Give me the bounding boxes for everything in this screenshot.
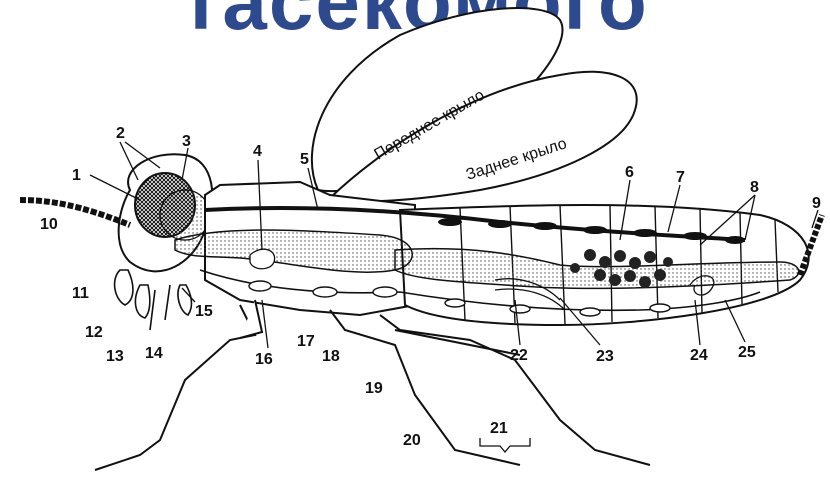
label-20: 20 [403,432,421,449]
label-8: 8 [750,179,759,196]
label-25: 25 [738,344,756,361]
label-1: 1 [72,167,81,184]
label-5: 5 [300,151,309,168]
label-10: 10 [40,216,58,233]
label-7: 7 [676,169,685,186]
label-24: 24 [690,347,708,364]
label-17: 17 [297,333,315,350]
label-18: 18 [322,348,340,365]
salivary-gland [250,249,275,269]
label-13: 13 [106,348,124,365]
label-14: 14 [145,345,163,362]
label-19: 19 [365,380,383,397]
label-4: 4 [253,143,262,160]
antenna [20,200,130,225]
label-3: 3 [182,133,191,150]
label-23: 23 [596,348,614,365]
tarsus-brace [480,438,530,452]
label-15: 15 [195,303,213,320]
label-6: 6 [625,164,634,181]
label-21: 21 [490,420,508,437]
label-9: 9 [812,195,821,212]
label-16: 16 [255,351,273,368]
label-2: 2 [116,125,125,142]
label-12: 12 [85,324,103,341]
label-22: 22 [510,347,528,364]
mouthparts [115,270,192,330]
brain-region [160,190,210,240]
label-11: 11 [72,285,89,302]
